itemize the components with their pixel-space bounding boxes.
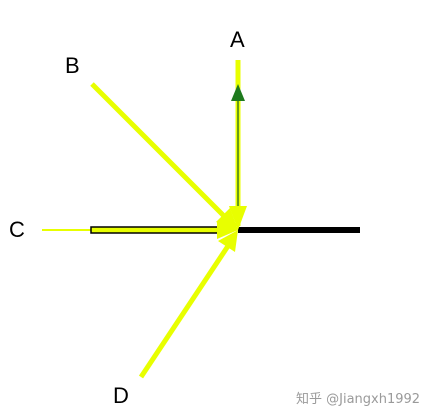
ray-c-arrowhead <box>217 221 238 239</box>
ray-a-green-arrowhead <box>231 84 245 101</box>
watermark: 知乎 @Jiangxh1992 <box>296 391 420 407</box>
ray-b-arrowhead <box>216 208 238 230</box>
ray-d-shaft <box>138 244 231 379</box>
ray-d <box>138 230 238 379</box>
ray-b-shaft <box>90 82 226 218</box>
label-c: C <box>9 217 25 242</box>
ray-a <box>229 60 247 230</box>
ray-c <box>42 221 238 239</box>
ray-c-outlined-segment <box>90 226 222 234</box>
ray-d-arrowhead <box>218 230 238 252</box>
label-a: A <box>230 27 245 52</box>
label-d: D <box>113 383 129 408</box>
label-b: B <box>65 53 80 78</box>
ray-a-bottom-arrowhead <box>229 206 247 230</box>
ray-b <box>90 82 238 230</box>
